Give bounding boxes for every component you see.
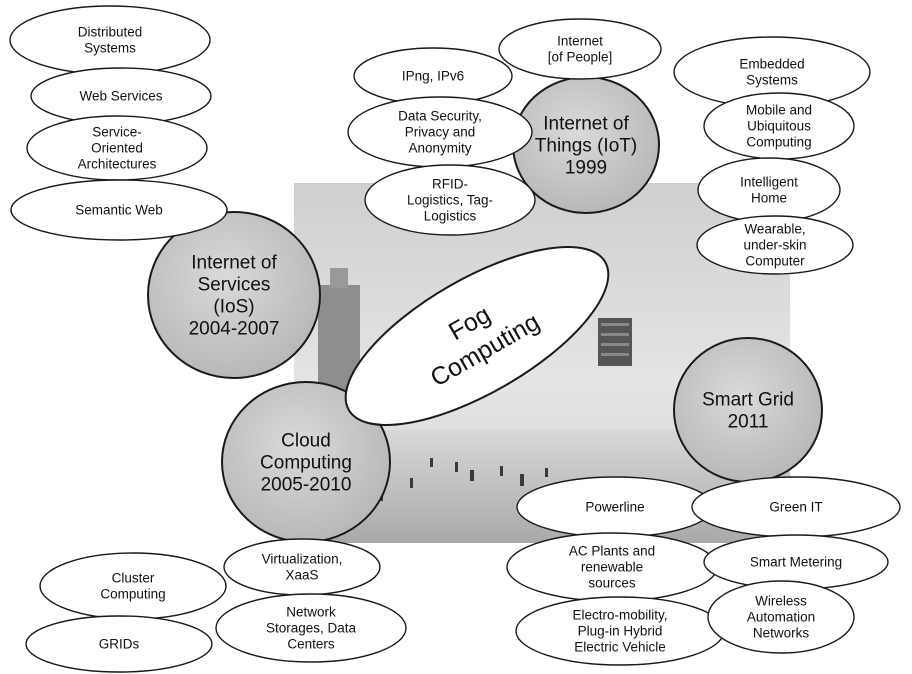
topic-rfid: RFID-Logistics, Tag-Logistics: [364, 164, 536, 236]
topic-rfid-label: RFID-: [432, 177, 468, 192]
topic-network-storages-shape: [215, 593, 407, 663]
topic-internet-of-people: Internet[of People]: [498, 18, 662, 80]
topic-network-storages-label: Storages, Data: [266, 621, 357, 636]
topic-ipng-ipv6: IPng, IPv6: [353, 47, 513, 105]
hub-ios-label: Internet of: [191, 253, 277, 274]
topic-grids-shape: [25, 615, 213, 673]
hub-smartgrid-label: 2011: [728, 412, 769, 433]
topic-data-security-label: Privacy and: [405, 125, 476, 140]
topic-wireless-automation-label: Networks: [753, 626, 810, 641]
topic-soa-label: Architectures: [78, 157, 157, 172]
topic-internet-of-people-label: Internet: [557, 34, 603, 49]
topic-wearable-label: Wearable,: [744, 222, 805, 237]
topic-green-it: Green IT: [691, 476, 901, 538]
topic-virtualization: Virtualization,XaaS: [223, 538, 381, 596]
topic-intelligent-home-label: Home: [751, 191, 787, 206]
topic-wearable-label: under-skin: [743, 238, 806, 253]
topic-powerline: Powerline: [516, 476, 714, 538]
topic-mobile-ubiquitous-label: Ubiquitous: [747, 119, 811, 134]
hub-ios-label: Services: [198, 275, 271, 296]
topic-network-storages-label: Centers: [287, 637, 335, 652]
topic-virtualization-label: XaaS: [285, 568, 318, 583]
topic-wearable-shape: [696, 215, 854, 275]
topic-embedded-systems-label: Embedded: [739, 57, 804, 72]
topic-ac-plants-label: renewable: [581, 560, 643, 575]
topic-ac-plants-label: sources: [588, 576, 636, 591]
topic-cluster-computing-label: Computing: [100, 587, 165, 602]
topic-electro-mobility: Electro-mobility,Plug-in HybridElectric …: [515, 596, 725, 666]
topic-wireless-automation-label: Wireless: [755, 594, 807, 609]
topic-mobile-ubiquitous-label: Computing: [746, 135, 811, 150]
hub-ios-label: (IoS): [213, 297, 254, 318]
topic-powerline-label: Powerline: [585, 500, 644, 515]
topic-rfid-label: Logistics: [424, 209, 477, 224]
topic-virtualization-label: Virtualization,: [262, 552, 343, 567]
hub-iot-label: Internet of: [543, 114, 629, 135]
topic-green-it-label: Green IT: [769, 500, 822, 515]
topic-embedded-systems-label: Systems: [746, 73, 798, 88]
topic-wearable-label: Computer: [745, 254, 805, 269]
topic-distributed-systems-label: Systems: [84, 41, 136, 56]
topic-data-security-label: Data Security,: [398, 109, 482, 124]
topic-data-security-label: Anonymity: [408, 141, 471, 156]
topic-smart-metering: Smart Metering: [703, 534, 889, 590]
topic-grids-label: GRIDs: [99, 637, 140, 652]
topic-soa-label: Oriented: [91, 141, 143, 156]
topic-electro-mobility-label: Plug-in Hybrid: [578, 624, 663, 639]
hub-cloud-label: Computing: [260, 453, 352, 474]
topic-web-services-label: Web Services: [79, 89, 162, 104]
hub-smartgrid-label: Smart Grid: [702, 390, 794, 411]
topic-network-storages-label: Network: [286, 605, 336, 620]
topic-semantic-web: Semantic Web: [10, 179, 228, 241]
hub-iot-label: Things (IoT): [535, 136, 637, 157]
topic-rfid-label: Logistics, Tag-: [407, 193, 493, 208]
topic-wireless-automation-label: Automation: [747, 610, 815, 625]
topic-grids: GRIDs: [25, 615, 213, 673]
hub-cloud-label: Cloud: [281, 431, 331, 452]
hub-ios-label: 2004-2007: [189, 319, 280, 340]
hub-cloud-label: 2005-2010: [261, 475, 352, 496]
center-fog-computing-shape: [344, 246, 610, 426]
topic-smart-metering-label: Smart Metering: [750, 555, 842, 570]
topic-rfid-shape: [364, 164, 536, 236]
topic-semantic-web-label: Semantic Web: [75, 203, 163, 218]
topic-semantic-web-shape: [10, 179, 228, 241]
topic-ipng-ipv6-label: IPng, IPv6: [402, 69, 464, 84]
topic-electro-mobility-label: Electric Vehicle: [574, 640, 666, 655]
hub-ios-shape: [147, 211, 321, 379]
topic-internet-of-people-label: [of People]: [548, 50, 613, 65]
topic-mobile-ubiquitous-label: Mobile and: [746, 103, 812, 118]
topic-web-services: Web Services: [30, 67, 212, 125]
topic-intelligent-home-label: Intelligent: [740, 175, 798, 190]
topic-internet-of-people-shape: [498, 18, 662, 80]
topic-distributed-systems-label: Distributed: [78, 25, 143, 40]
topic-soa-label: Service-: [92, 125, 142, 140]
topic-electro-mobility-label: Electro-mobility,: [572, 608, 667, 623]
topic-cluster-computing-label: Cluster: [112, 571, 155, 586]
topic-ac-plants-label: AC Plants and: [569, 544, 655, 559]
hub-iot-label: 1999: [565, 158, 607, 179]
topic-wireless-automation-shape: [707, 580, 855, 654]
